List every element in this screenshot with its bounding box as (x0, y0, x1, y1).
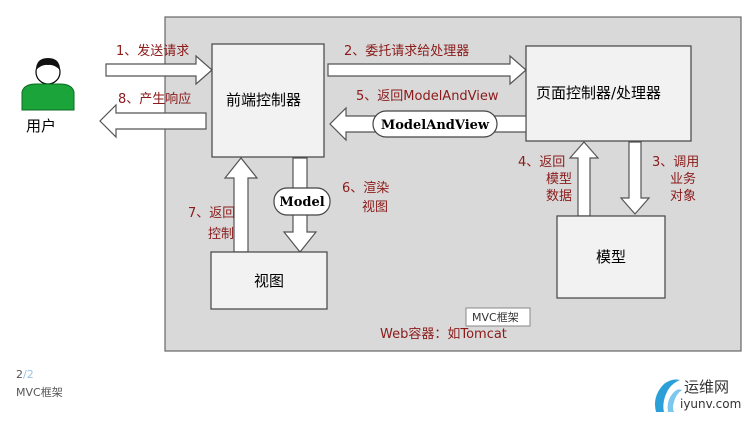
arrow-send-request (105, 54, 213, 86)
tooltip (465, 307, 531, 327)
step-7-line-2: 控制 (208, 227, 234, 242)
watermark-logo-icon (655, 379, 682, 412)
view-box (210, 251, 328, 310)
user-label: 用户 (26, 117, 56, 135)
step-4-line-1: 4、返回 (518, 155, 565, 170)
arrow-produce-response (99, 103, 207, 139)
model-pill-label: Model (279, 195, 324, 210)
watermark-title: 运维网 (684, 378, 730, 396)
front-controller-box (211, 43, 325, 158)
page-indicator: 2/2 (16, 368, 34, 381)
modelandview-pill (372, 110, 498, 138)
step-4-line-3: 数据 (546, 189, 572, 204)
container-caption: Web容器：如Tomcat (380, 326, 507, 342)
step-8-label: 8、产生响应 (118, 91, 191, 107)
step-3-line-1: 3、调用 (652, 155, 699, 170)
front-controller-label: 前端控制器 (226, 91, 301, 109)
step-2-label: 2、委托请求给处理器 (344, 44, 469, 59)
model-box-label: 模型 (596, 248, 626, 266)
step-4-line-2: 模型 (546, 172, 572, 187)
user-icon (21, 58, 75, 111)
page-current: 2 (16, 368, 23, 381)
arrow-delegate-request (327, 54, 527, 86)
step-7-line-1: 7、返回 (188, 206, 235, 221)
page-controller-label: 页面控制器/处理器 (536, 84, 661, 102)
tooltip-label: MVC框架 (472, 311, 519, 324)
arrow-call-business (619, 141, 651, 215)
arrow-return-control (223, 157, 259, 253)
step-6-line-2: 视图 (362, 200, 388, 215)
step-6-line-1: 6、渲染 (342, 181, 389, 196)
view-box-label: 视图 (254, 272, 284, 290)
page-controller-box (525, 45, 692, 142)
step-3-line-2: 业务 (670, 171, 696, 187)
model-box (556, 215, 666, 299)
watermark-url: iyunv.com (680, 397, 742, 411)
watermark: 运维网 iyunv.com (650, 372, 746, 418)
arrow-return-model-data (568, 141, 600, 217)
footer-caption: MVC框架 (16, 386, 63, 399)
page-total: /2 (23, 368, 34, 381)
step-3-line-3: 对象 (670, 189, 696, 204)
modelandview-pill-label: ModelAndView (381, 118, 490, 133)
step-1-label: 1、发送请求 (116, 43, 189, 59)
step-5-label: 5、返回ModelAndView (356, 89, 499, 104)
model-pill (273, 187, 331, 216)
